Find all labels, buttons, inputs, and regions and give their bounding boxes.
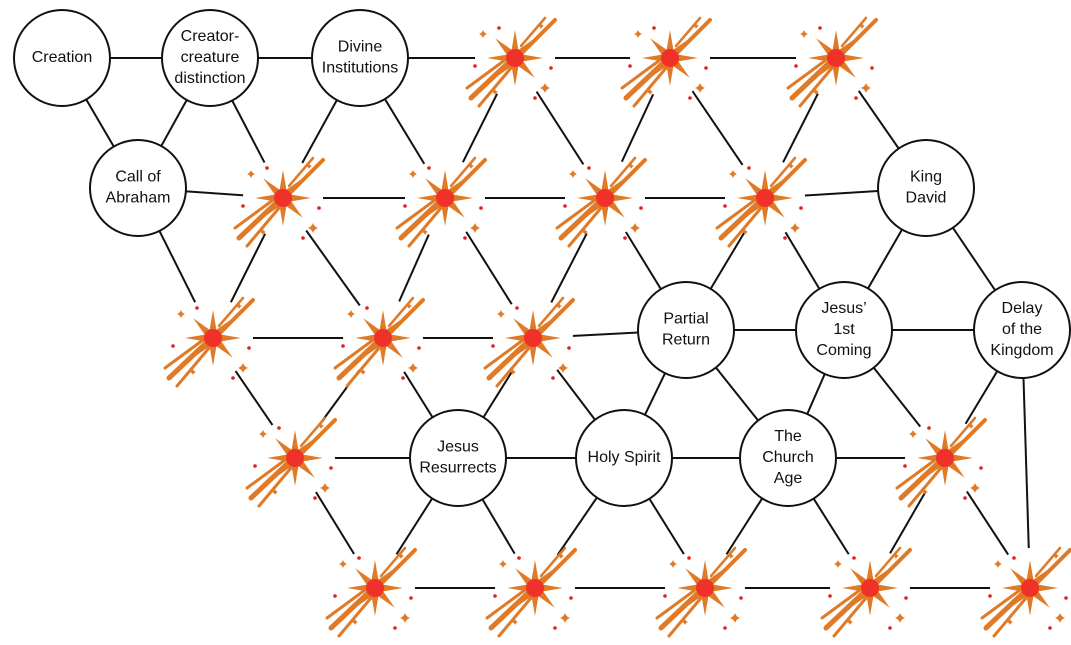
star-burst-icon (895, 416, 987, 508)
star-burst-icon (163, 296, 255, 388)
node-circle (575, 409, 673, 507)
node-label-line: Jesus (437, 439, 479, 456)
node-label-line: Kingdom (990, 342, 1053, 359)
node-label-line: Church (762, 449, 814, 466)
star-burst-icon (233, 156, 325, 248)
star-burst-icon (483, 296, 575, 388)
star-burst-icon (325, 546, 417, 638)
star-burst-icon (465, 16, 557, 108)
node-circle (13, 9, 111, 107)
node-label-line: Call of (115, 169, 161, 186)
nodes-layer: Creation Creator-creature distinction Divin… (13, 9, 1071, 507)
star-burst-icon (655, 546, 747, 638)
node-circle (161, 9, 259, 107)
node-circle (739, 409, 837, 507)
star-burst-icon (620, 16, 712, 108)
node-circle (409, 409, 507, 507)
star-burst-icon (555, 156, 647, 248)
node-label-line: David (906, 190, 947, 207)
star-burst-icon (786, 16, 878, 108)
node-circle (877, 139, 975, 237)
node-label-line: distinction (174, 70, 245, 87)
node-label-line: 1st (833, 321, 855, 338)
node-label-line: Return (662, 332, 710, 349)
node-circle (973, 281, 1071, 379)
node-label-line: Creator- (181, 28, 240, 45)
node-label-line: King (910, 169, 942, 186)
node-label-line: Abraham (106, 190, 171, 207)
node-circle (795, 281, 893, 379)
node-circle (311, 9, 409, 107)
star-burst-icon (395, 156, 487, 248)
node-label-line: Holy Spirit (588, 449, 661, 466)
node-circle (89, 139, 187, 237)
star-burst-icon (715, 156, 807, 248)
node-creator-creature: Creator-creature distinction (161, 9, 259, 107)
node-label-line: Resurrects (419, 460, 496, 477)
node-creation: Creation (13, 9, 111, 107)
stars-layer (163, 16, 1071, 638)
node-label-line: creature (181, 49, 240, 66)
node-label-line: Coming (816, 342, 871, 359)
star-burst-icon (333, 296, 425, 388)
star-burst-icon (245, 416, 337, 508)
star-burst-icon (820, 546, 912, 638)
node-label-line: Divine (338, 39, 383, 56)
node-holy-spirit: Holy Spirit (575, 409, 673, 507)
node-circle (637, 281, 735, 379)
star-burst-icon (485, 546, 577, 638)
star-burst-icon (980, 546, 1071, 638)
node-label-line: of the (1002, 321, 1042, 338)
node-label-line: Partial (663, 311, 708, 328)
node-label-line: Institutions (322, 60, 398, 77)
node-label-line: Jesus’ (821, 300, 866, 317)
node-label-line: Age (774, 470, 803, 487)
node-label-line: Delay (1002, 300, 1043, 317)
node-label-line: Creation (32, 49, 92, 66)
node-label-line: The (774, 428, 802, 445)
node-call-of-abraham: Call of Abraham (89, 139, 187, 237)
